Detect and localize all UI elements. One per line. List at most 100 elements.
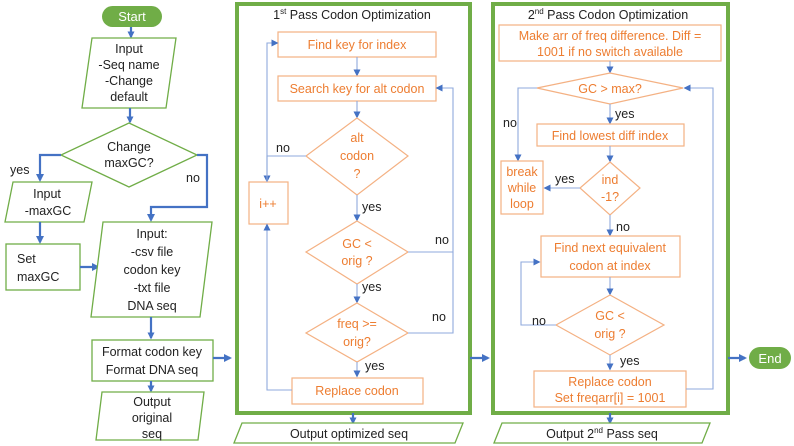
svg-text:Input:: Input: <box>136 227 167 241</box>
replace-codon-process: Replace codon <box>291 377 424 405</box>
arrow-replace-increment <box>263 223 292 391</box>
svg-text:Set: Set <box>17 252 36 266</box>
end-terminal: End <box>749 347 791 369</box>
svg-text:Format codon key: Format codon key <box>102 345 203 359</box>
pass1-yes-label-2: yes <box>362 280 381 294</box>
input-maxgc-parallelogram: Input -maxGC <box>4 181 93 223</box>
no-label-main: no <box>186 171 200 185</box>
svg-text:codon at index: codon at index <box>569 259 651 273</box>
gc-max-decision: GC > max? <box>536 72 684 105</box>
start-terminal: Start <box>102 6 162 27</box>
pass2-yes-label-3: yes <box>620 354 639 368</box>
arrow-change-yes <box>36 153 61 182</box>
svg-text:break: break <box>506 165 538 179</box>
svg-text:loop: loop <box>510 197 534 211</box>
svg-text:-txt file: -txt file <box>134 281 171 295</box>
change-maxgc-decision: Change maxGC? <box>59 122 199 188</box>
svg-text:seq: seq <box>142 427 162 441</box>
make-arr-process: Make arr of freq difference. Diff = 1001… <box>498 24 722 62</box>
svg-text:-1?: -1? <box>601 190 619 204</box>
search-alt-process: Search key for alt codon <box>277 75 437 102</box>
output-original-parallelogram: Output original seq <box>95 391 205 441</box>
input-seq-parallelogram: Input -Seq name -Change default <box>81 37 177 109</box>
svg-text:Find lowest diff index: Find lowest diff index <box>552 129 669 143</box>
svg-text:codon key: codon key <box>124 263 182 277</box>
svg-text:Replace codon: Replace codon <box>315 384 398 398</box>
svg-text:Output 2nd Pass seq: Output 2nd Pass seq <box>546 426 658 441</box>
output-optimized-parallelogram: Output optimized seq <box>233 422 464 444</box>
pass2-yes-label-1: yes <box>615 107 634 121</box>
svg-text:codon: codon <box>340 149 374 163</box>
pass2-no-label-1: no <box>503 116 517 130</box>
arrow-freq-no <box>408 252 454 334</box>
svg-text:maxGC?: maxGC? <box>104 156 153 170</box>
svg-text:GC <: GC < <box>342 237 372 251</box>
svg-text:Search key for alt codon: Search key for alt codon <box>290 82 425 96</box>
svg-text:default: default <box>110 90 148 104</box>
arrow-gcorig-no <box>520 258 556 326</box>
svg-text:?: ? <box>354 167 361 181</box>
arrow-replace-gcmax <box>683 84 714 390</box>
svg-text:Change: Change <box>107 140 151 154</box>
arrow-change-no <box>147 153 209 222</box>
break-loop-process: break while loop <box>500 160 544 215</box>
arrow-gcmax-no <box>514 87 537 162</box>
svg-text:-maxGC: -maxGC <box>25 204 72 218</box>
pass1-yes-label-1: yes <box>362 200 381 214</box>
svg-text:Find key for index: Find key for index <box>308 38 407 52</box>
pass1-title: 1st Pass Codon Optimization <box>273 7 431 22</box>
gc-orig-decision-2: GC < orig ? <box>554 294 666 356</box>
increment-process: i++ <box>248 181 289 225</box>
pass2-no-label-3: no <box>532 314 546 328</box>
pass1-no-label-2: no <box>435 233 449 247</box>
alt-codon-decision: alt codon ? <box>305 117 409 196</box>
svg-text:orig ?: orig ? <box>594 327 625 341</box>
find-key-process: Find key for index <box>277 31 437 58</box>
svg-text:1001 if no switch available: 1001 if no switch available <box>537 45 683 59</box>
pass2-title: 2nd Pass Codon Optimization <box>528 7 688 22</box>
svg-text:alt: alt <box>350 131 364 145</box>
svg-text:Set freqarr[i] = 1001: Set freqarr[i] = 1001 <box>555 391 666 405</box>
pass1-yes-label-3: yes <box>365 359 384 373</box>
gc-orig-decision: GC < orig ? <box>304 220 410 285</box>
svg-text:Make arr of freq difference. D: Make arr of freq difference. Diff = <box>519 29 702 43</box>
output-pass2-parallelogram: Output 2nd Pass seq <box>493 422 711 444</box>
set-maxgc-process: Set maxGC <box>5 243 81 291</box>
svg-text:orig ?: orig ? <box>341 254 372 268</box>
svg-text:i++: i++ <box>259 197 276 211</box>
svg-text:freq >=: freq >= <box>337 317 377 331</box>
svg-text:-csv file: -csv file <box>131 245 173 259</box>
svg-text:-Change: -Change <box>105 74 153 88</box>
svg-text:Find next equivalent: Find next equivalent <box>554 241 666 255</box>
svg-text:orig?: orig? <box>343 335 371 349</box>
pass2-no-label-2: no <box>616 220 630 234</box>
ind-decision: ind -1? <box>579 161 641 216</box>
end-label: End <box>758 351 781 366</box>
svg-text:-Seq name: -Seq name <box>98 58 159 72</box>
pass1-no-label-3: no <box>432 310 446 324</box>
svg-text:GC > max?: GC > max? <box>578 82 642 96</box>
freq-orig-decision: freq >= orig? <box>304 302 410 363</box>
input-files-parallelogram: Input: -csv file codon key -txt file DNA… <box>90 221 213 318</box>
svg-text:Replace codon: Replace codon <box>568 375 651 389</box>
pass2-yes-label-2: yes <box>555 172 574 186</box>
pass1-no-label-1: no <box>276 141 290 155</box>
start-label: Start <box>118 9 146 24</box>
find-next-process: Find next equivalent codon at index <box>540 235 681 278</box>
svg-text:GC <: GC < <box>595 309 625 323</box>
yes-label-main: yes <box>10 163 29 177</box>
svg-text:ind: ind <box>602 173 619 187</box>
svg-text:Input: Input <box>115 42 143 56</box>
replace-codon-process-2: Replace codon Set freqarr[i] = 1001 <box>533 370 687 408</box>
svg-text:Format DNA seq: Format DNA seq <box>106 363 198 377</box>
find-lowest-process: Find lowest diff index <box>536 123 685 147</box>
format-process: Format codon key Format DNA seq <box>91 339 214 382</box>
svg-text:while: while <box>507 181 537 195</box>
arrow-alt-no <box>263 155 306 183</box>
svg-text:DNA seq: DNA seq <box>127 299 176 313</box>
svg-text:Input: Input <box>33 187 61 201</box>
arrow-gc-no <box>408 84 454 253</box>
arrow-increment-loop <box>266 39 279 182</box>
